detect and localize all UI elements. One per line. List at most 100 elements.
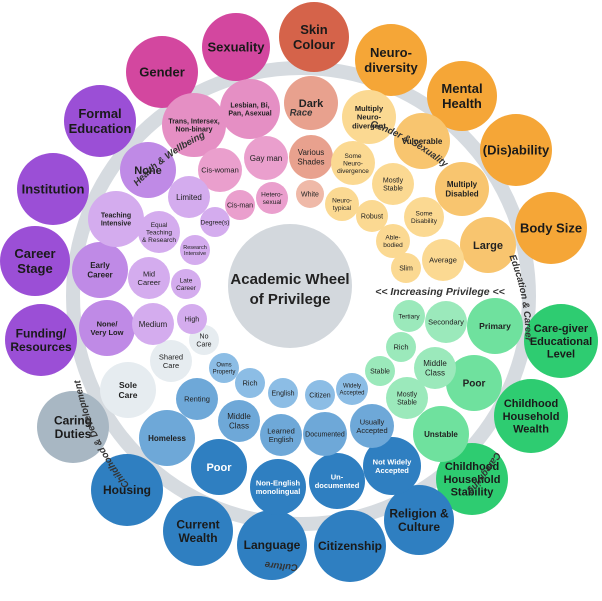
inner-renting-circle: [176, 378, 218, 420]
outer-citizenship: Citizenship: [314, 510, 386, 582]
outer-childhood-stability-label: Household: [444, 474, 501, 486]
inner-none-very-low-label: Very Low: [91, 328, 124, 337]
inner-documented-circle: [303, 412, 347, 456]
inner-equal-teaching-label: Teaching: [146, 229, 172, 236]
inner-cis-man-label: Cis-man: [227, 202, 253, 209]
outer-religion-culture: Religion &Culture: [384, 485, 454, 555]
inner-trans: Trans, Intersex,Non-binary: [162, 93, 226, 157]
inner-owns-property-label: Owns: [216, 363, 231, 369]
outer-childhood-stability-label: Childhood: [445, 461, 499, 473]
inner-early-career-label: Career: [87, 270, 112, 279]
inner-english-circle: [268, 378, 298, 408]
outer-childhood-wealth-label: Wealth: [513, 424, 549, 436]
outer-citizenship-label: Citizenship: [318, 539, 382, 553]
outer-gender-label: Gender: [139, 65, 185, 80]
inner-equal-teaching-label: & Research: [142, 237, 176, 244]
inner-not-widely-accepted-label: Not Widely: [373, 457, 413, 466]
inner-poor-wealth-circle: [191, 439, 247, 495]
outer-disability-label: (Dis)ability: [483, 143, 550, 158]
inner-sole-care-label: Sole: [119, 380, 137, 390]
inner-able-bodied-label: Able-: [385, 235, 400, 242]
inner-not-widely-accepted-circle: [363, 437, 421, 495]
outer-current-wealth-label: Wealth: [178, 531, 217, 545]
inner-english: English: [268, 378, 298, 408]
inner-tertiary-label: Tertiary: [398, 313, 420, 320]
outer-housing-circle: [91, 454, 163, 526]
outer-disability: (Dis)ability: [480, 114, 552, 186]
inner-multiply-neurodivergent-circle: [342, 90, 396, 144]
inner-dark-label: Dark: [299, 98, 324, 110]
inner-vulnerable: Vulnerable: [394, 113, 450, 169]
inner-stable: Stable: [365, 356, 395, 386]
inner-some-disability-circle: [404, 197, 444, 237]
inner-hetero-circle: [256, 182, 288, 214]
outer-skin-colour-circle: [279, 2, 349, 72]
outer-formal-education-label: Education: [69, 121, 132, 136]
inner-not-widely-accepted-label: Accepted: [375, 466, 409, 475]
inner-research-intensive-label: Intensive: [184, 251, 206, 257]
outer-neurodiversity-circle: [355, 24, 427, 96]
outer-childhood-wealth-label: Household: [503, 411, 560, 423]
outer-skin-colour-label: Colour: [293, 37, 335, 52]
inner-homeless-label: Homeless: [148, 434, 186, 443]
inner-shared-care-circle: [150, 340, 192, 382]
wheel-title-line-1: Academic Wheel: [230, 271, 349, 288]
inner-high: High: [177, 304, 207, 334]
inner-middle-class-wealth-label: Class: [229, 421, 249, 430]
outer-mental-health-circle: [427, 61, 497, 131]
outer-current-wealth-label: Current: [176, 517, 219, 531]
inner-rich-wealth-circle: [235, 368, 265, 398]
inner-rich-wealth: Rich: [235, 368, 265, 398]
outer-mental-health-label: Health: [442, 96, 482, 111]
inner-unstable: Unstable: [413, 406, 469, 462]
inner-widely-accepted-circle: [336, 373, 368, 405]
inner-teaching-intensive-label: Intensive: [101, 220, 131, 227]
inner-neurotypical-label: typical: [333, 205, 352, 212]
outer-caring-duties-circle: [37, 391, 109, 463]
outer-funding-resources: Funding/Resources: [5, 304, 77, 376]
inner-citizen-circle: [305, 380, 335, 410]
inner-no-care-label: Care: [196, 341, 211, 348]
inner-stable-circle: [365, 356, 395, 386]
inner-poor-child: Poor: [446, 355, 502, 411]
outer-sexuality-circle: [202, 13, 270, 81]
inner-multiply-neurodivergent-label: Neuro-: [357, 113, 382, 122]
outer-career-stage-label: Stage: [17, 261, 52, 276]
inner-non-english-circle: [250, 459, 306, 515]
inner-able-bodied-label: bodied: [383, 242, 403, 249]
inner-early-career-label: Early: [90, 261, 110, 270]
outer-current-wealth-circle: [163, 496, 233, 566]
inner-neurotypical-circle: [325, 187, 359, 221]
inner-usually-accepted-label: Accepted: [356, 426, 387, 435]
outer-skin-colour-label: Skin: [300, 22, 328, 37]
outer-childhood-wealth-label: Childhood: [504, 398, 558, 410]
inner-rich-child-circle: [386, 332, 416, 362]
inner-cis-woman: Cis-woman: [198, 148, 242, 192]
inner-shared-care-label: Care: [163, 361, 179, 370]
inner-research-intensive-label: Research: [183, 245, 207, 251]
inner-trans-label: Trans, Intersex,: [168, 118, 219, 125]
inner-multiply-disabled-label: Multiply: [447, 180, 478, 189]
inner-unstable-circle: [413, 406, 469, 462]
inner-mostly-stable-child-circle: [386, 377, 428, 419]
inner-vulnerable-circle: [394, 113, 450, 169]
outer-formal-education-label: Formal: [78, 106, 121, 121]
inner-limited-label: Limited: [176, 193, 202, 202]
inner-mid-career-label: Career: [138, 278, 161, 287]
outer-caring-duties-label: Duties: [55, 427, 92, 441]
outer-childhood-stability-circle: [436, 443, 508, 515]
inner-slim-circle: [391, 253, 421, 283]
inner-various-shades-label: Various: [298, 148, 325, 157]
inner-mostly-stable-child-label: Stable: [397, 399, 417, 406]
